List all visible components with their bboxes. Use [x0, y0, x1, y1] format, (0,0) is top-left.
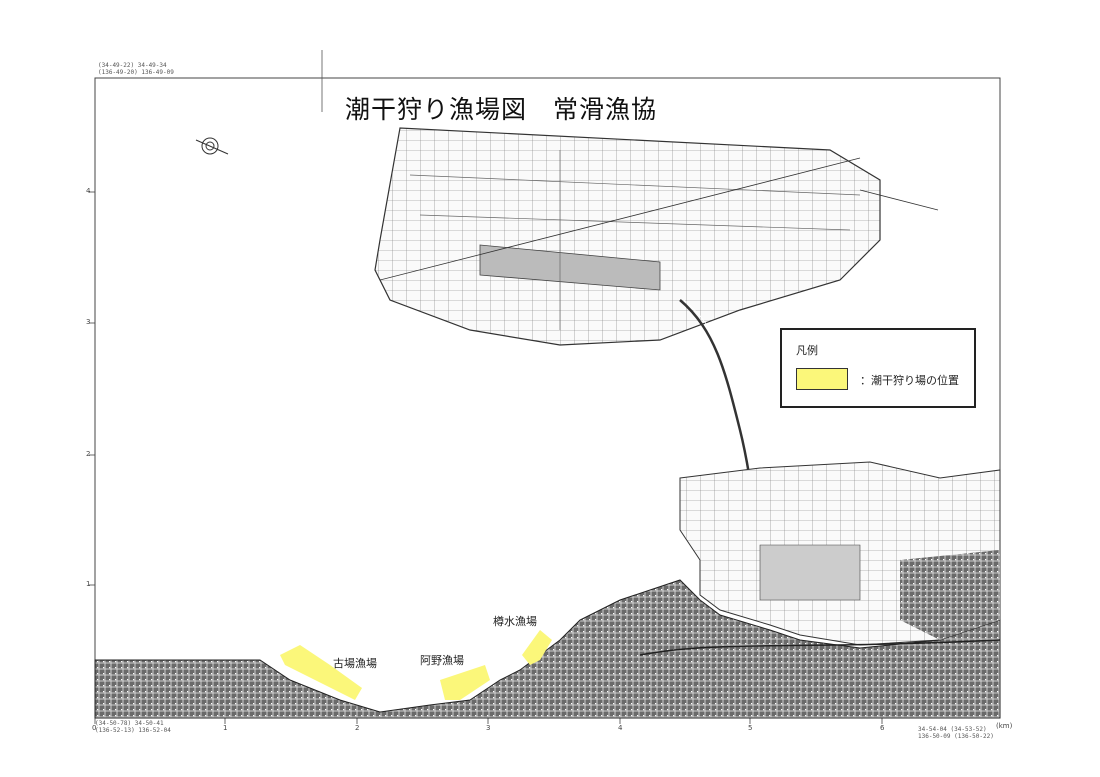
- tick-x-4: 4: [618, 724, 623, 732]
- airport-island: [321, 50, 939, 346]
- tick-y-1: 1: [86, 580, 91, 588]
- tick-x-unit: (km): [996, 722, 1013, 730]
- tick-x-1: 1: [223, 724, 228, 732]
- coord-bottom-left: (34-50-78) 34-50-41 (136-52-13) 136-52-0…: [95, 720, 171, 734]
- label-ano: 阿野漁場: [420, 654, 464, 667]
- compass-icon: [195, 137, 229, 155]
- tick-x-2: 2: [355, 724, 360, 732]
- fishing-ground-koba: [280, 645, 362, 700]
- tick-x-0: 0: [92, 724, 97, 732]
- legend-swatch: [796, 368, 848, 390]
- label-koba: 古場漁場: [333, 657, 377, 670]
- tick-x-3: 3: [486, 724, 491, 732]
- tick-y-4: 4: [86, 187, 91, 195]
- frame-ticks: [89, 191, 883, 724]
- coord-top-left: (34-49-22) 34-49-34 (136-49-20) 136-49-0…: [98, 62, 174, 76]
- legend: 凡例 ：潮干狩り場の位置: [780, 328, 976, 408]
- tick-y-3: 3: [86, 318, 91, 326]
- legend-item-label: ：潮干狩り場の位置: [860, 374, 959, 387]
- map-title: 潮干狩り漁場図 常滑漁協: [345, 95, 658, 124]
- tick-x-5: 5: [748, 724, 753, 732]
- fishing-ground-ano: [440, 665, 490, 700]
- legend-heading: 凡例: [796, 344, 818, 357]
- fishing-ground-tarumi: [522, 630, 552, 665]
- label-tarumi: 樽水漁場: [493, 615, 537, 628]
- tick-y-2: 2: [86, 450, 91, 458]
- coord-bottom-right: 34-54-04 (34-53-52) 136-50-09 (136-50-22…: [918, 726, 994, 740]
- tick-x-6: 6: [880, 724, 885, 732]
